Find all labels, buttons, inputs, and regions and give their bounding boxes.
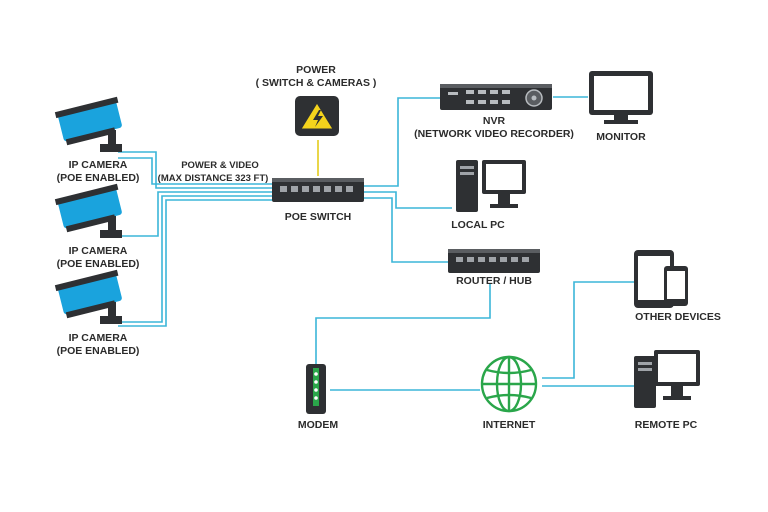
nvr-label-line2: (NETWORK VIDEO RECORDER) [414, 128, 574, 140]
camera-2-label-line1: IP CAMERA [69, 245, 128, 257]
cable-camera-3 [118, 195, 272, 323]
poe-switch-label: POE SWITCH [285, 211, 352, 223]
camera-3-label-line2: (POE ENABLED) [57, 345, 140, 357]
camera-1-label-line2: (POE ENABLED) [57, 172, 140, 184]
router-label: ROUTER / HUB [456, 275, 532, 287]
power-label-line1: POWER [296, 64, 336, 76]
cable-camera-1 [118, 151, 272, 189]
router-icon [448, 249, 540, 273]
lightning-bolt-icon [295, 96, 339, 136]
camera-1-label-line1: IP CAMERA [69, 159, 128, 171]
power-label-line2: ( SWITCH & CAMERAS ) [256, 77, 377, 89]
cable-router-modem [315, 284, 491, 364]
monitor-icon [589, 71, 653, 124]
cable-camera-3b [118, 199, 272, 327]
cable-switch-nvr [364, 97, 440, 187]
globe-icon [480, 355, 538, 413]
internet-label: INTERNET [483, 419, 536, 431]
cable-camera-2 [118, 191, 272, 237]
cable-switch-router [364, 197, 448, 263]
modem-label: MODEM [298, 419, 339, 431]
poe-switch-icon [272, 178, 364, 202]
tablet-phone-icon [634, 250, 688, 308]
cables [118, 96, 634, 391]
cable-label-line1: POWER & VIDEO [181, 160, 259, 171]
remote-pc-label: REMOTE PC [635, 419, 698, 431]
local-pc-label: LOCAL PC [451, 219, 505, 231]
remote-pc-icon [634, 350, 700, 408]
nvr-label-line1: NVR [483, 115, 506, 127]
camera-1 [54, 96, 122, 152]
cable-internet-other [542, 281, 634, 379]
camera-icon [54, 96, 122, 152]
camera-3-label-line1: IP CAMERA [69, 332, 128, 344]
other-devices-label: OTHER DEVICES [635, 311, 721, 323]
camera-icon [54, 183, 122, 238]
camera-2 [54, 183, 122, 238]
modem-icon [306, 364, 326, 414]
monitor-label: MONITOR [596, 131, 646, 143]
camera-2-label-line2: (POE ENABLED) [57, 258, 140, 270]
nvr-icon [440, 84, 552, 110]
camera-3 [54, 269, 122, 324]
cable-switch-localpc [364, 191, 452, 209]
local-pc-icon [456, 160, 526, 212]
camera-icon [54, 269, 122, 324]
cable-camera-1b [118, 157, 272, 185]
cable-label-line2: (MAX DISTANCE 323 FT) [158, 173, 269, 184]
